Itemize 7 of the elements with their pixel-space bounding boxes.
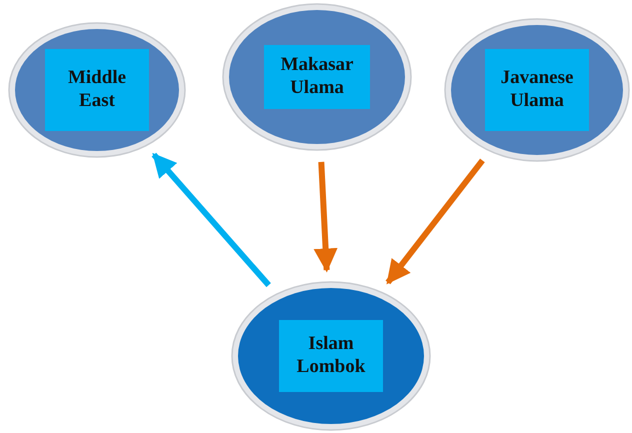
arrow [314, 162, 338, 272]
arrow [386, 158, 485, 284]
arrow [152, 152, 271, 288]
node-label: Makasar Ulama [264, 45, 370, 109]
node-label: Middle East [45, 49, 149, 131]
node-label: Islam Lombok [279, 320, 383, 392]
node-label: Javanese Ulama [485, 49, 589, 131]
